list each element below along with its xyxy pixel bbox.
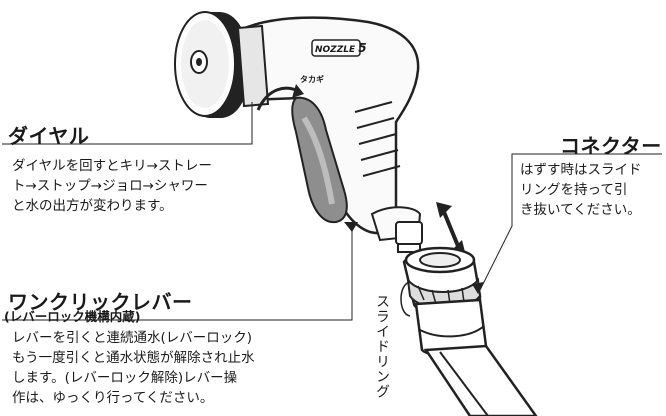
lever-description: レバーを引くと連続通水(レバーロック) もう一度引くと通水状態が解除され止水 し… [12,330,255,406]
nozzle-body [236,16,420,235]
dial-leader-line [2,102,253,145]
connector-heading: コネクター [560,134,662,158]
dial-description: ダイヤルを回すとキリ→ストレー ト→ストップ→ジョロ→シャワー と水の出方が変わ… [12,158,212,214]
dial-head [174,11,251,119]
dial-heading: ダイヤル [8,124,90,148]
brand-mark: タカギ [300,75,324,84]
slide-ring-label: スライドリング [374,294,390,399]
connector-leader-line [479,153,662,291]
nozzle-badge-word: NOZZLE [315,45,356,55]
connector-description: はずす時はスライド リングを持って引 き抜いてください。 [520,162,642,218]
nozzle-connector-fitting [370,206,423,253]
lever-subheading: (レバーロック機構内蔵) [4,309,141,324]
lever-leader-line [2,228,353,321]
nozzle-badge-number: 5 [358,41,367,55]
lever-heading: ワンクリックレバー [8,290,193,314]
nozzle-badge: NOZZLE 5 [315,41,367,55]
hose-connector [402,246,538,416]
